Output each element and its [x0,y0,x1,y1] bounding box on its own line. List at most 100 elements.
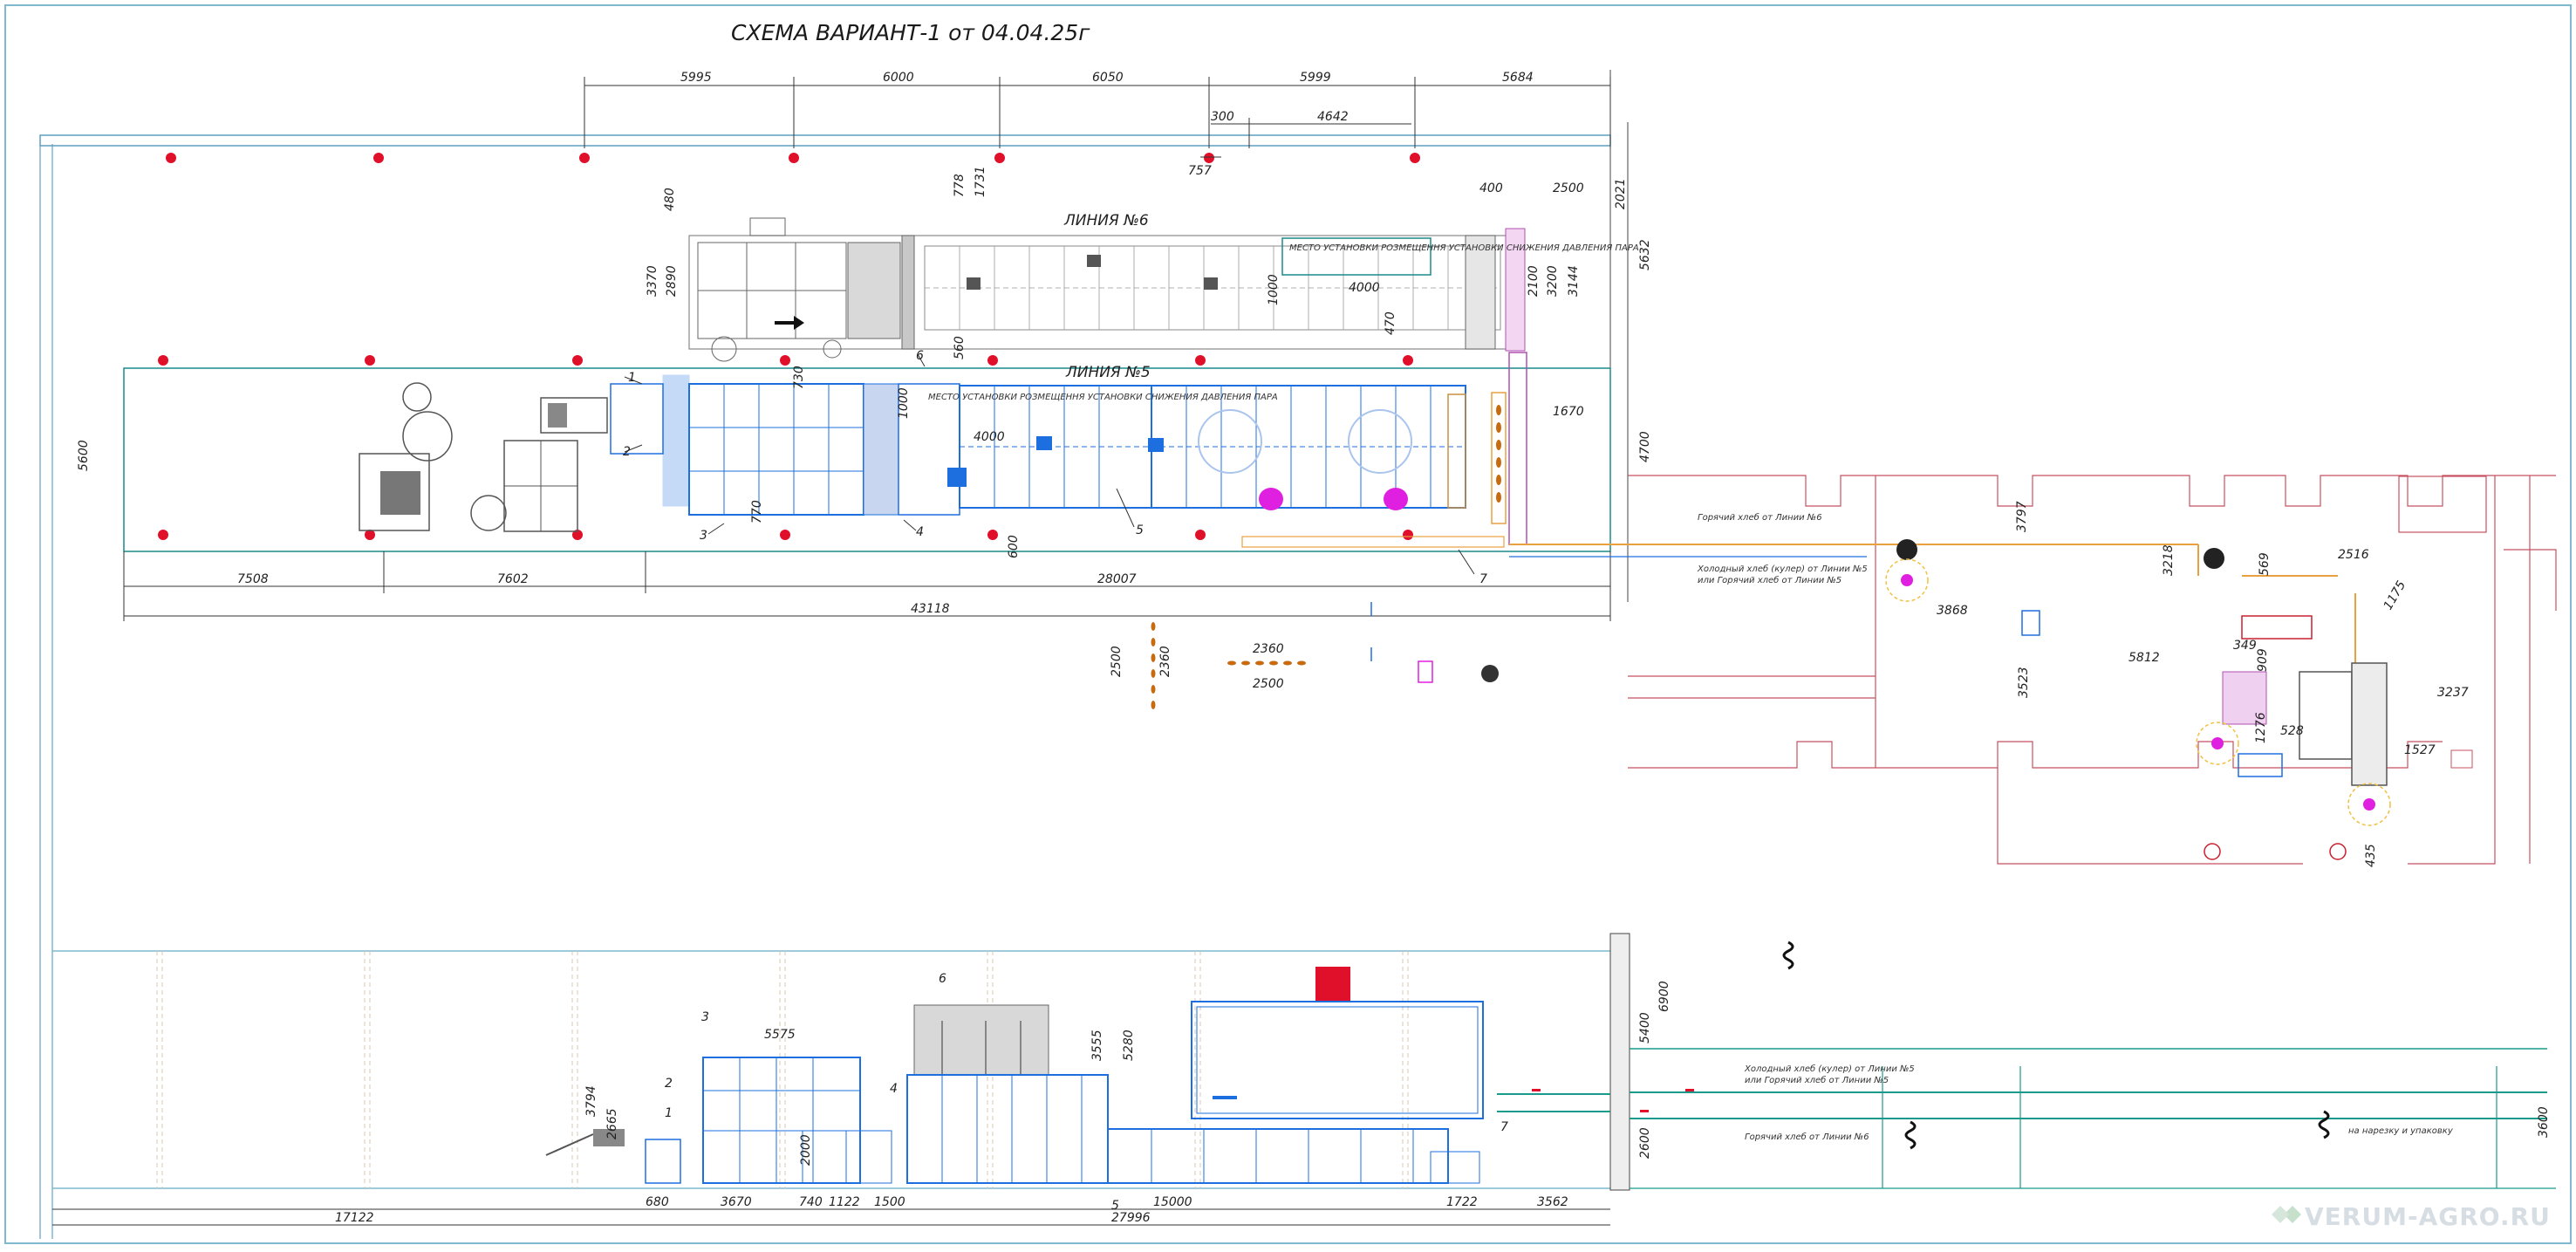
dim-1500: 1500 [874,1195,905,1209]
line-6-label: ЛИНИЯ №6 [1063,212,1149,229]
dim-6050: 6050 [1092,71,1124,85]
dim-3237: 3237 [2437,686,2469,700]
dim-2890: 2890 [665,265,679,297]
dim-740: 740 [799,1195,823,1209]
dim-3794: 3794 [584,1085,598,1117]
line-5-label: ЛИНИЯ №5 [1065,364,1151,381]
line-6-equipment [688,217,1526,362]
dim-778: 778 [953,174,967,197]
loose-items [1151,602,1499,709]
section-callout-5: 5 [1111,1199,1119,1213]
dim-470: 470 [1384,311,1397,335]
dim-560: 560 [953,336,967,359]
callout-1: 1 [628,371,636,385]
dim-5632: 5632 [1638,239,1652,270]
dim-1527: 1527 [2404,743,2436,757]
dim-28007: 28007 [1097,572,1137,586]
dim-3797: 3797 [2015,501,2029,532]
dim-6900: 6900 [1657,981,1671,1012]
drawing-title: СХЕМА ВАРИАНТ-1 от 04.04.25г [731,20,1090,45]
red-block [1315,967,1350,1002]
dim-1175: 1175 [2381,578,2409,612]
dim-5812: 5812 [2128,651,2160,665]
line-6-note: МЕСТО УСТАНОВКИ РОЗМЕЩЕННЯ УСТАНОВКИ СНИ… [1289,243,1639,253]
dim-3144: 3144 [1567,265,1581,297]
dim-1000-l6: 1000 [1267,274,1281,305]
dim-400: 400 [1479,181,1503,195]
section-callout-1: 1 [665,1106,673,1120]
section-view [52,933,2556,1191]
dim-5400: 5400 [1638,1012,1652,1043]
note-cold-5-top: Холодный хлеб (кулер) от Линии №5 [1697,564,1868,574]
dim-2516: 2516 [2338,548,2369,562]
right-building-outline [1628,475,2557,865]
line-5-note: МЕСТО УСТАНОВКИ РОЗМЕЩЕННЯ УСТАНОВКИ СНИ… [928,393,1278,402]
top-dimension-chain [584,77,1611,148]
dim-43118: 43118 [911,602,950,616]
dim-5575: 5575 [764,1028,796,1042]
dim-435: 435 [2364,844,2378,867]
dim-1722: 1722 [1446,1195,1478,1209]
callout-5: 5 [1136,523,1144,537]
dim-6000: 6000 [883,71,914,85]
dim-600: 600 [1007,535,1021,558]
dim-7508: 7508 [237,572,269,586]
dim-1731: 1731 [974,166,987,197]
dim-2100: 2100 [1527,265,1541,297]
section-callout-2: 2 [665,1077,673,1091]
dim-757: 757 [1188,164,1212,178]
conveyor-routes [1509,539,2473,860]
building-plan-top [39,70,1629,1239]
dim-4000-l5: 4000 [974,430,1005,444]
dim-5684: 5684 [1502,71,1534,85]
line-5-equipment [359,352,1527,548]
callout-3: 3 [700,529,707,543]
dim-1670: 1670 [1553,405,1584,419]
dim-3555: 3555 [1090,1030,1104,1061]
section-callout-6: 6 [939,972,946,986]
dim-5600: 5600 [77,440,91,471]
line-5-area [123,367,1611,552]
dim-770: 770 [750,500,764,523]
note-packing: на нарезку и упаковку [2348,1126,2454,1136]
dim-569: 569 [2258,552,2272,576]
turntable-3 [2347,783,2391,826]
dim-15000: 15000 [1153,1195,1192,1209]
dim-2600: 2600 [1638,1127,1652,1159]
dim-1000-l5: 1000 [897,387,911,419]
dim-1276: 1276 [2254,712,2268,743]
watermark-text: VERUM-AGRO.RU [2305,1202,2551,1231]
dim-3218: 3218 [2162,544,2176,576]
dim-3200: 3200 [1546,265,1560,297]
magenta-marker-2 [1384,488,1408,510]
dim-2021: 2021 [1614,178,1628,209]
dim-3523: 3523 [2017,667,2031,698]
dim-1122: 1122 [829,1195,860,1209]
watermark: VERUM-AGRO.RU [2272,1202,2551,1231]
magenta-marker-1 [1259,488,1283,510]
dim-2665: 2665 [605,1108,619,1139]
dim-7602: 7602 [497,572,529,586]
dim-3600: 3600 [2537,1106,2551,1138]
callout-4: 4 [916,525,924,539]
section-callout-3: 3 [701,1010,709,1024]
note-hot-5-bottom: или Горячий хлеб от Линии №5 [1745,1075,1889,1085]
dim-3670: 3670 [721,1195,752,1209]
dim-3868: 3868 [1937,604,1968,618]
dim-680: 680 [646,1195,669,1209]
dim-300: 300 [1211,110,1234,124]
dim-730: 730 [792,366,806,389]
dim-4000-l6: 4000 [1349,281,1380,295]
dim-17122: 17122 [335,1211,374,1225]
dim-4642: 4642 [1317,110,1349,124]
callout-6: 6 [916,349,924,363]
plan-callouts [624,353,1475,575]
dim-480: 480 [663,188,677,211]
dim-2500-top: 2500 [1553,181,1584,195]
note-cold-5-bottom: Холодный хлеб (кулер) от Линии №5 [1744,1064,1915,1074]
dim-5999: 5999 [1300,71,1331,85]
callout-2: 2 [623,445,631,459]
dim-4700: 4700 [1638,431,1652,462]
dim-5280: 5280 [1122,1030,1136,1061]
